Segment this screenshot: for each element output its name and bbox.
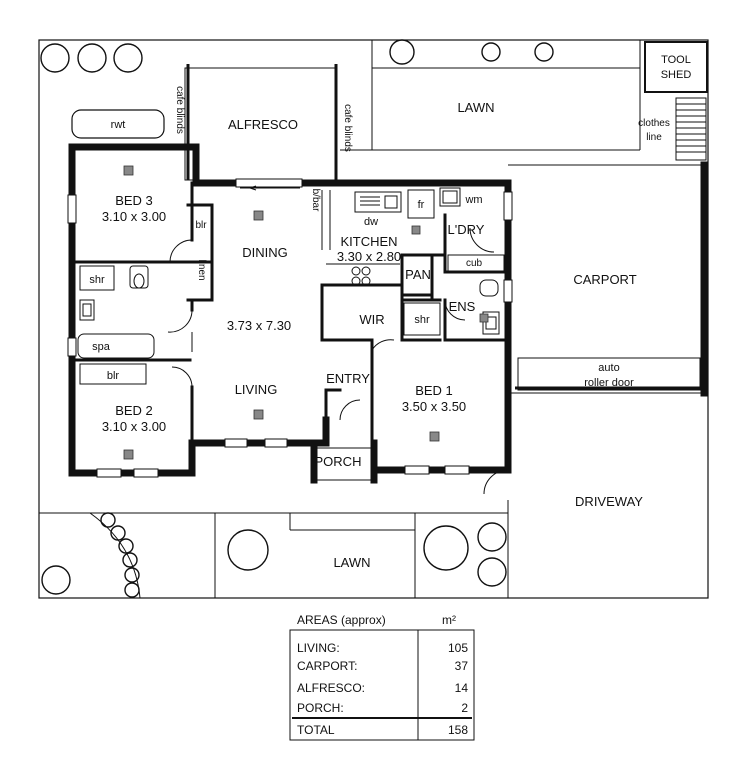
site-boundary bbox=[38, 39, 709, 599]
ceiling-markers bbox=[123, 165, 489, 460]
cub-label: cub bbox=[466, 258, 483, 269]
driveway-label: DRIVEWAY bbox=[575, 494, 643, 509]
area-total-value: 158 bbox=[448, 723, 468, 737]
bed3-name: BED 3 bbox=[115, 193, 153, 208]
bbar-label: b/bar bbox=[310, 189, 321, 212]
area-row-2-label: ALFRESCO: bbox=[297, 681, 365, 695]
area-row-3-label: PORCH: bbox=[297, 701, 344, 715]
bathroom-fixtures bbox=[77, 265, 500, 385]
bed2-dims: 3.10 x 3.00 bbox=[102, 419, 166, 434]
carport-label: CARPORT bbox=[573, 272, 636, 287]
clothes-line bbox=[675, 97, 707, 161]
fr-label: fr bbox=[418, 199, 425, 211]
wir-label: WIR bbox=[359, 312, 384, 327]
area-row-3-value: 2 bbox=[461, 701, 468, 715]
shr-ens-label: shr bbox=[414, 314, 430, 326]
auto-label: auto bbox=[598, 362, 619, 374]
alfresco-area bbox=[184, 64, 338, 181]
tool-shed bbox=[644, 41, 708, 93]
kitchen-name: KITCHEN bbox=[340, 234, 397, 249]
area-row-1-value: 37 bbox=[455, 659, 469, 673]
porch-label: PORCH bbox=[315, 454, 362, 469]
roller-door-label: roller door bbox=[584, 377, 634, 389]
areas-heading: AREAS (approx) bbox=[297, 613, 386, 627]
entry-label: ENTRY bbox=[326, 371, 370, 386]
roller-door bbox=[515, 357, 703, 391]
bed3-dims: 3.10 x 3.00 bbox=[102, 209, 166, 224]
areas-table bbox=[289, 629, 475, 741]
bed1-name: BED 1 bbox=[415, 383, 453, 398]
area-row-0-value: 105 bbox=[448, 641, 468, 655]
exterior-walls bbox=[68, 143, 708, 484]
area-row-2-value: 14 bbox=[455, 681, 469, 695]
areas-unit: m² bbox=[442, 613, 456, 627]
rwt-label: rwt bbox=[111, 119, 126, 131]
rainwater-tank bbox=[71, 109, 165, 139]
tool-shed-label-2: SHED bbox=[661, 69, 692, 81]
line-label: line bbox=[646, 132, 662, 143]
pantry-label: PAN bbox=[405, 267, 431, 282]
garden-bed bbox=[89, 512, 141, 599]
laundry-label: L'DRY bbox=[448, 222, 485, 237]
blr-top-label: blr bbox=[195, 220, 207, 231]
ens-label: ENS bbox=[449, 299, 476, 314]
spa-label: spa bbox=[92, 341, 111, 353]
tool-shed-label-1: TOOL bbox=[661, 54, 691, 66]
wm-label: wm bbox=[464, 194, 482, 206]
cafe-blinds-right-label: cafe blinds bbox=[342, 104, 353, 152]
door-swings bbox=[167, 185, 509, 495]
dw-label: dw bbox=[364, 216, 378, 228]
yard-lines bbox=[39, 40, 708, 598]
dining-label: DINING bbox=[242, 245, 288, 260]
kitchen-dims: 3.30 x 2.80 bbox=[337, 249, 401, 264]
porch-area bbox=[313, 447, 375, 481]
alfresco-label: ALFRESCO bbox=[228, 117, 298, 132]
kitchen-fixtures bbox=[321, 187, 505, 286]
blr-bottom-label: blr bbox=[107, 370, 120, 382]
lawn-bottom-label: LAWN bbox=[333, 555, 370, 570]
bed2-name: BED 2 bbox=[115, 403, 153, 418]
area-total-label: TOTAL bbox=[297, 723, 335, 737]
shr-main-label: shr bbox=[89, 274, 105, 286]
area-row-1-label: CARPORT: bbox=[297, 659, 357, 673]
lawn-top-label: LAWN bbox=[457, 100, 494, 115]
living-label: LIVING bbox=[235, 382, 278, 397]
area-row-0-label: LIVING: bbox=[297, 641, 340, 655]
living-dims: 3.73 x 7.30 bbox=[227, 318, 291, 333]
bed1-dims: 3.50 x 3.50 bbox=[402, 399, 466, 414]
linen-label: linen bbox=[196, 259, 207, 280]
cafe-blinds-left-label: cafe blinds bbox=[174, 86, 185, 134]
windows bbox=[67, 178, 513, 478]
clothes-label: clothes bbox=[638, 118, 670, 129]
